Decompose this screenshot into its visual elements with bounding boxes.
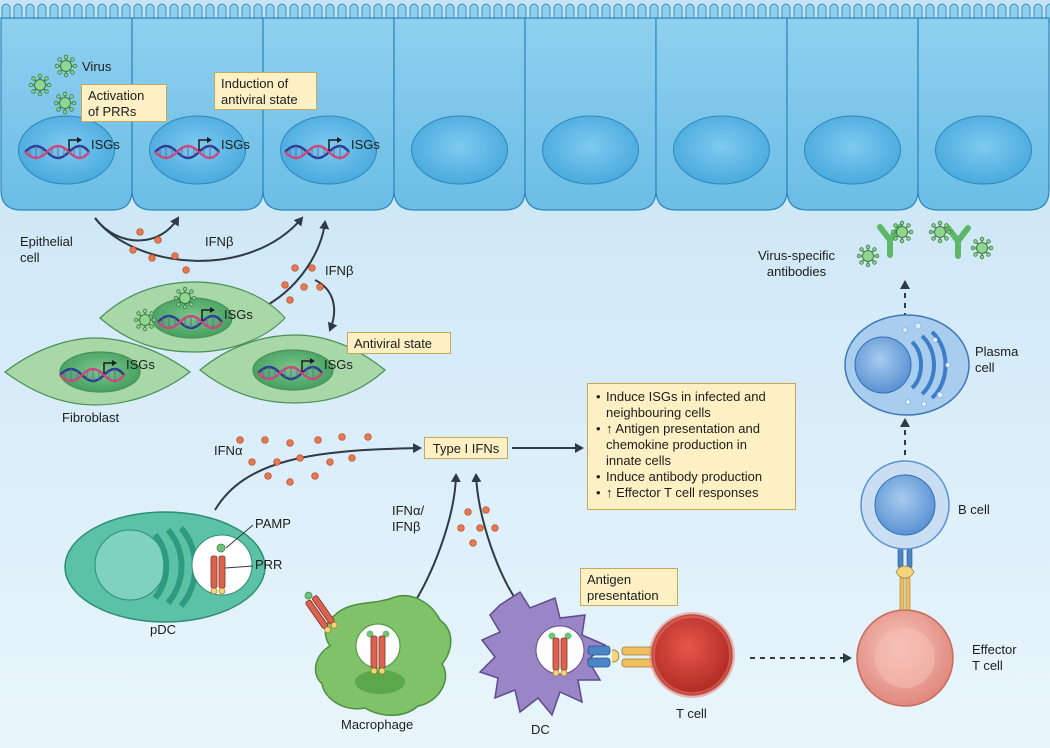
dendritic-cell: [478, 590, 607, 717]
pdc-cell: [64, 511, 266, 623]
epithelium: [0, 3, 1050, 211]
isgs-label: ISGs: [324, 357, 353, 372]
type-i-ifns-box: Type I IFNs: [424, 437, 508, 459]
epithelial-nucleus: [673, 115, 770, 185]
dc-label: DC: [531, 722, 550, 737]
effect-item: Induce ISGs in infected andneighbouring …: [596, 389, 787, 421]
ifn-alpha-label: IFNα: [214, 443, 243, 458]
isgs-label: ISGs: [126, 357, 155, 372]
isgs-label: ISGs: [221, 137, 250, 152]
pamp-label: PAMP: [255, 516, 291, 531]
virus-label: Virus: [82, 59, 112, 74]
b-cell-label: B cell: [958, 502, 990, 517]
ifn-particles: [129, 228, 499, 547]
epithelial-nucleus: [411, 115, 508, 185]
plasma-cell: [844, 314, 970, 416]
pdc-label: pDC: [150, 622, 177, 637]
epithelial-nucleus: [935, 115, 1032, 185]
isgs-label: ISGs: [91, 137, 120, 152]
epithelial-nucleus: [542, 115, 639, 185]
epithelial-nucleus: [804, 115, 901, 185]
macrophage-label: Macrophage: [341, 717, 414, 732]
effect-item: Induce antibody production: [596, 469, 787, 485]
ifn-beta-label: IFNβ: [205, 234, 234, 249]
fibroblast-label: Fibroblast: [62, 410, 120, 425]
prr-label: PRR: [255, 557, 283, 572]
t-cell-label: T cell: [676, 706, 707, 721]
isgs-label: ISGs: [351, 137, 380, 152]
type-i-ifn-effects-box: Induce ISGs in infected andneighbouring …: [587, 383, 796, 510]
ifn-alpha-beta-label: IFNα/IFNβ: [392, 503, 425, 534]
isgs-label: ISGs: [224, 307, 253, 322]
ifn-beta-label: IFNβ: [325, 263, 354, 278]
antiviral-state-box: Antiviral state: [347, 332, 451, 354]
effect-item: ↑ Effector T cell responses: [596, 485, 787, 501]
